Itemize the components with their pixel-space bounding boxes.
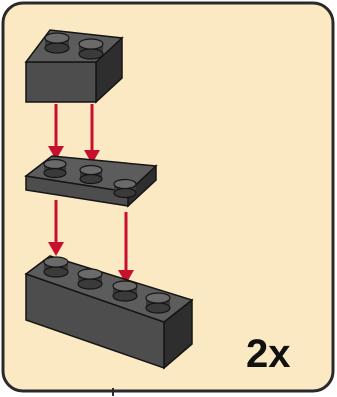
- stud: [112, 280, 138, 302]
- stud: [113, 178, 137, 199]
- quantity-multiplier: 2x: [246, 332, 291, 376]
- brick-2x2: [24, 29, 124, 104]
- stud: [44, 32, 70, 54]
- stud: [79, 164, 103, 185]
- stud: [78, 38, 104, 60]
- brick-1x4: [24, 255, 194, 370]
- arrow-down-icon: [48, 200, 64, 256]
- stud: [43, 256, 69, 278]
- plate-1x3: [24, 155, 158, 208]
- arrow-down-icon: [84, 104, 100, 164]
- arrow-down-icon: [48, 104, 64, 160]
- stud: [43, 158, 67, 179]
- stud: [77, 268, 103, 290]
- stud: [145, 292, 171, 314]
- arrow-down-icon: [118, 212, 134, 284]
